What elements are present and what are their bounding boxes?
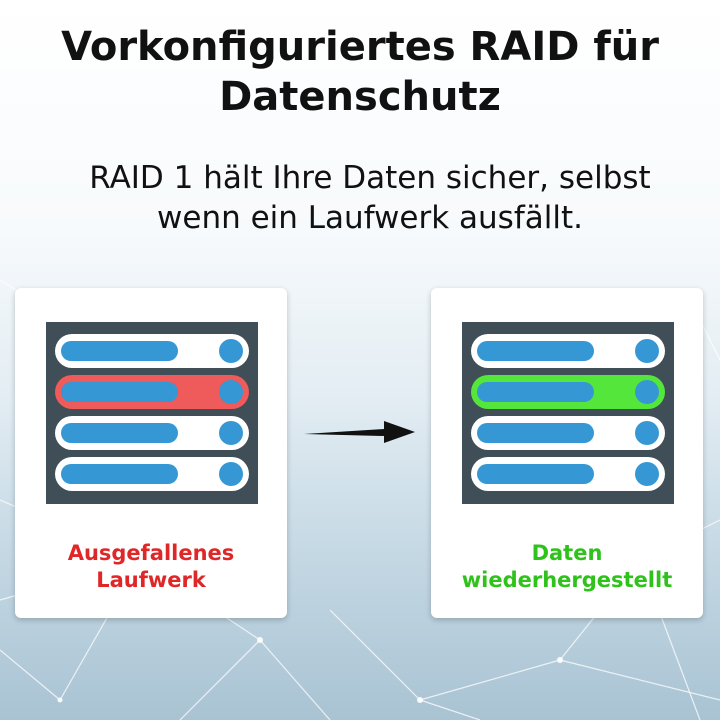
- failed-drive-slot: [55, 375, 249, 409]
- subtitle-line-2: wenn ein Laufwerk ausfällt.: [157, 200, 583, 236]
- drive-slot-4: [55, 457, 249, 491]
- restored-data-label: Daten wiederhergestellt: [461, 541, 673, 592]
- drive-slot-1: [471, 334, 665, 368]
- server-rack-icon: [46, 322, 258, 504]
- title-line-2: Datenschutz: [219, 74, 501, 120]
- server-rack-icon: [462, 322, 674, 504]
- page-title: Vorkonfiguriertes RAID für Datenschutz: [0, 22, 720, 122]
- subtitle-line-1: RAID 1 hält Ihre Daten sicher, selbst: [89, 160, 651, 196]
- restored-drive-slot: [471, 375, 665, 409]
- page-subtitle: RAID 1 hält Ihre Daten sicher, selbst we…: [0, 158, 720, 238]
- drive-slot-1: [55, 334, 249, 368]
- arrow-right-icon: [304, 421, 415, 443]
- drive-slot-4: [471, 457, 665, 491]
- drive-slot-3: [55, 416, 249, 450]
- drive-slot-3: [471, 416, 665, 450]
- title-line-1: Vorkonfiguriertes RAID für: [61, 24, 659, 70]
- failed-drive-label: Ausgefallenes Laufwerk: [67, 541, 235, 592]
- failed-drive-card: Ausgefallenes Laufwerk: [15, 288, 287, 618]
- restored-data-card: Daten wiederhergestellt: [431, 288, 703, 618]
